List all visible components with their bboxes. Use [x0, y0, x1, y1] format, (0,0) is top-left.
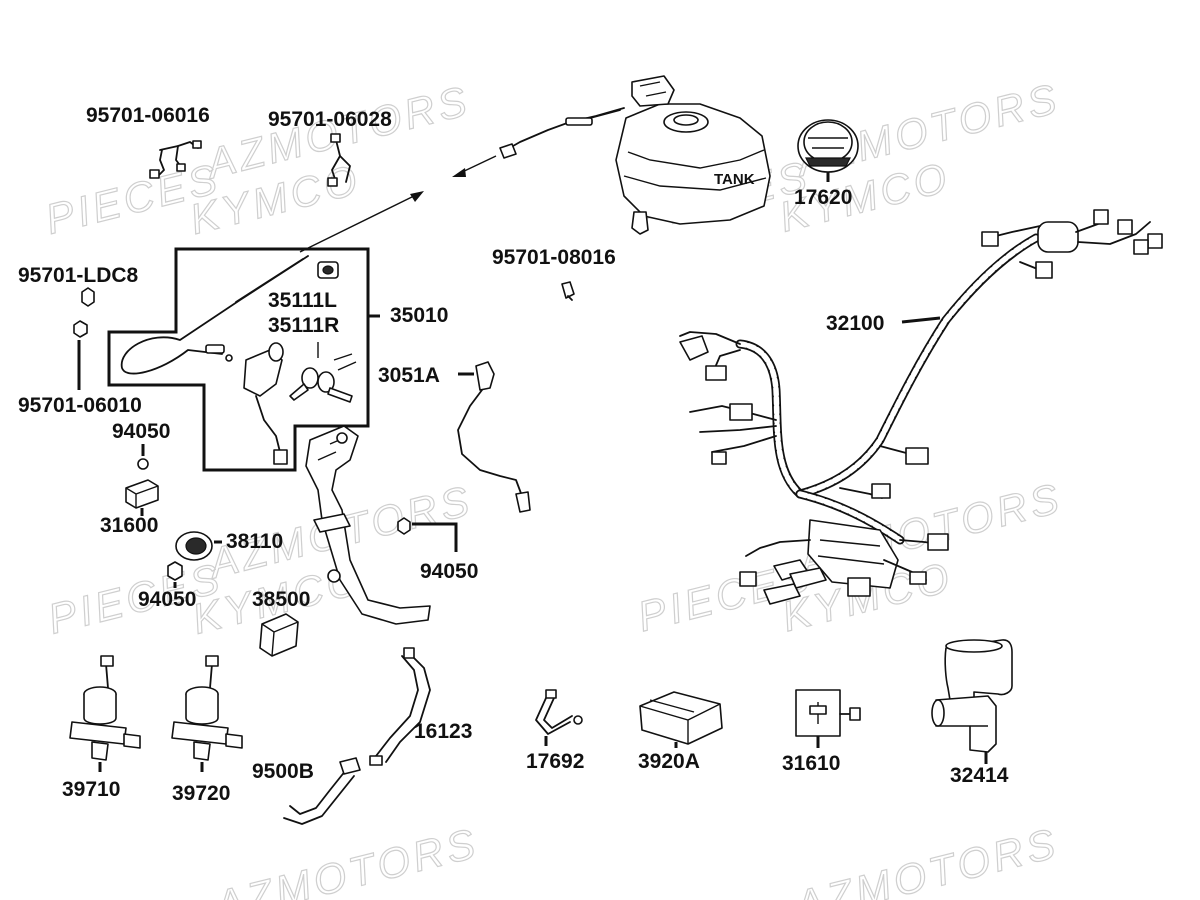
- label-16123: 16123: [414, 720, 472, 743]
- label-3920a: 3920A: [638, 750, 700, 773]
- label-31610: 31610: [782, 752, 840, 775]
- part-31600: [125, 479, 159, 516]
- label-39720: 39720: [172, 782, 230, 805]
- label-94050-b: 94050: [138, 588, 196, 611]
- part-95701-06028: [327, 133, 351, 187]
- part-keys: [289, 342, 357, 403]
- label-95701-08016: 95701-08016: [492, 246, 616, 269]
- part-9500b: [283, 757, 361, 825]
- part-32414: [931, 639, 1013, 764]
- label-35111r: 35111R: [268, 314, 339, 337]
- label-38110: 38110: [226, 530, 283, 553]
- part-17620: [797, 119, 859, 182]
- label-35111l: 35111L: [268, 289, 337, 312]
- part-94050-a: [137, 444, 149, 470]
- label-32100: 32100: [826, 312, 884, 335]
- label-95701-06028: 95701-06028: [268, 108, 392, 131]
- label-35010: 35010: [390, 304, 448, 327]
- part-17692: [535, 689, 583, 746]
- watermark-azmotors-5: AZMOTORS: [208, 819, 484, 900]
- part-39720: [171, 655, 243, 772]
- label-3051a: 3051A: [378, 364, 440, 387]
- label-32414: 32414: [950, 764, 1009, 787]
- part-35010-box: [107, 247, 380, 472]
- part-39710: [69, 655, 141, 772]
- part-94050-b: [167, 561, 183, 588]
- part-38500: [259, 613, 299, 657]
- part-seat-cable: [120, 255, 309, 375]
- part-95701-ldc8: [81, 287, 95, 307]
- part-31610: [795, 689, 861, 748]
- watermark-azmotors-6: AZMOTORS: [788, 819, 1064, 900]
- label-39710: 39710: [62, 778, 120, 801]
- watermarks: PIECES AZMOTORS KYMCO PIECES AZMOTORS KY…: [40, 73, 1067, 900]
- part-lock-barrel: [317, 261, 339, 279]
- label-31600: 31600: [100, 514, 158, 537]
- leader-32100: [901, 316, 941, 324]
- part-95701-06010: [73, 320, 88, 390]
- label-38500: 38500: [252, 588, 310, 611]
- label-95701-ldc8: 95701-LDC8: [18, 264, 139, 287]
- part-38110: [175, 531, 222, 561]
- label-9500b: 9500B: [252, 760, 314, 783]
- part-3051a: [457, 361, 531, 513]
- part-throttle-cable: [452, 107, 625, 177]
- part-95701-08016: [561, 281, 575, 301]
- part-key-cylinder: [243, 342, 288, 465]
- part-3920a: [639, 691, 723, 748]
- label-94050-a: 94050: [112, 420, 170, 443]
- part-95701-06016: [149, 140, 202, 179]
- label-95701-06016: 95701-06016: [86, 104, 210, 127]
- part-stand-bracket: [305, 425, 431, 625]
- part-94050-c: [397, 517, 458, 552]
- label-94050-c: 94050: [420, 560, 478, 583]
- label-17692: 17692: [526, 750, 584, 773]
- label-95701-06010: 95701-06010: [18, 394, 142, 417]
- label-17620: 17620: [794, 186, 852, 209]
- part-fuel-tank: [615, 75, 771, 235]
- label-tank: TANK: [714, 171, 755, 188]
- assembly-arrow: [299, 191, 424, 253]
- part-16123: [369, 647, 431, 766]
- part-32100: [679, 209, 1163, 605]
